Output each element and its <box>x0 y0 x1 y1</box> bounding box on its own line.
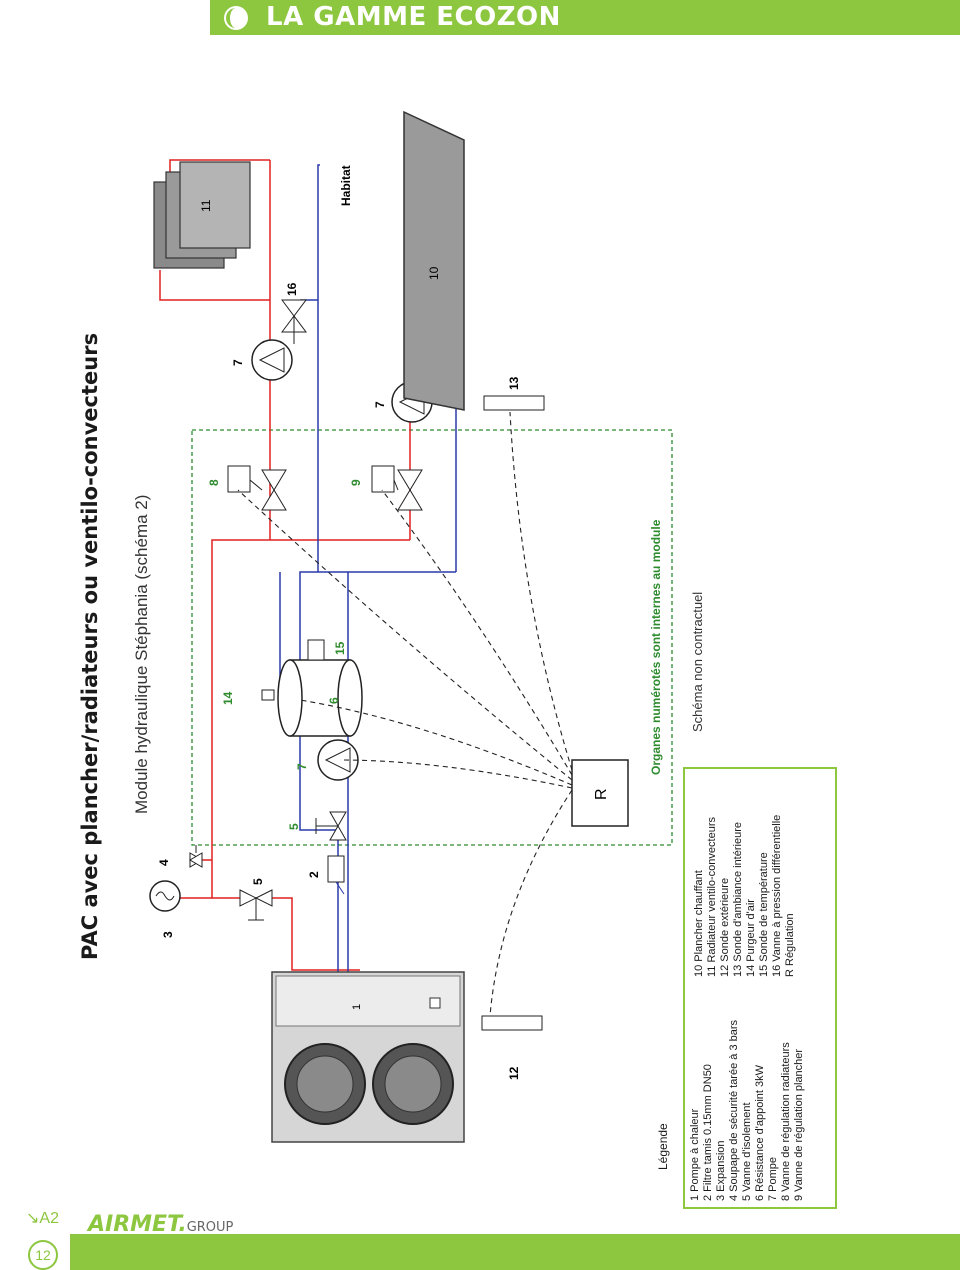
legend-item: 9 Vanne de régulation plancher <box>793 1048 805 1201</box>
label-7a: 7 <box>295 763 309 770</box>
heat-pump-unit <box>271 971 465 1143</box>
module-note: Organes numérotés sont internes au modul… <box>649 519 663 775</box>
label-16: 16 <box>285 282 299 296</box>
radiator-pump-arrow <box>258 347 285 373</box>
ecozon-logo-icon <box>224 6 248 30</box>
label-5a: 5 <box>251 878 265 885</box>
label-15: 15 <box>333 641 347 655</box>
outdoor-sensor <box>481 1015 543 1031</box>
legend-item: 12 Sonde extérieure <box>719 877 731 977</box>
label-2: 2 <box>307 871 321 878</box>
brand-logo: AIRMET.GROUP <box>88 1212 234 1237</box>
habitat-label: Habitat <box>339 165 353 206</box>
regulation-box <box>571 759 629 827</box>
label-1: 1 <box>351 1004 363 1010</box>
disclaimer-note: Schéma non contractuel <box>690 591 705 732</box>
label-8: 8 <box>207 479 221 486</box>
header-bar <box>210 0 960 35</box>
isolation-valve-inner <box>315 811 347 841</box>
header-title: LA GAMME ECOZON <box>266 2 561 32</box>
filter <box>327 855 345 883</box>
label-3: 3 <box>161 931 175 938</box>
legend-item: 6 Résistance d'appoint 3kW <box>754 1064 766 1201</box>
legend-item: 16 Vanne à pression différentielle <box>771 814 783 977</box>
legend-item: 4 Soupape de sécurité tarée à 3 bars <box>728 1019 740 1201</box>
differential-pressure-valve <box>281 299 307 344</box>
legend-item: 13 Sonde d'ambiance intérieure <box>732 822 744 977</box>
legend-heading: Légende <box>656 1123 670 1170</box>
label-7b: 7 <box>231 359 245 366</box>
legend-item: 2 Filtre tamis 0.15mm DN50 <box>702 1064 714 1201</box>
legend-item: 5 Vanne d'isolement <box>741 1102 753 1201</box>
control-wiring <box>237 411 573 1017</box>
label-6: 6 <box>327 697 341 704</box>
label-14: 14 <box>221 691 235 705</box>
backup-heater-tank <box>261 639 363 737</box>
footer-bar <box>70 1234 960 1270</box>
filter-drain <box>335 881 345 895</box>
legend-item: 10 Plancher chauffant <box>693 870 705 977</box>
legend-item: 3 Expansion <box>715 1140 727 1201</box>
regulation-valve-floor <box>371 465 423 511</box>
supply-pipes <box>159 159 411 971</box>
module-pump-arrow <box>324 747 351 773</box>
legend-item: 14 Purgeur d'air <box>745 899 757 977</box>
legend-item: 1 Pompe à chaleur <box>689 1108 701 1201</box>
label-4: 4 <box>157 859 171 866</box>
radiator-pump-icon <box>251 339 293 381</box>
label-12: 12 <box>507 1066 521 1080</box>
regulation-valve-radiators <box>227 465 287 511</box>
label-13: 13 <box>507 376 521 390</box>
ref-code: ↘A2 <box>26 1210 59 1227</box>
legend-item: 11 Radiateur ventilo-convecteurs <box>706 817 718 977</box>
radiators <box>153 161 251 269</box>
label-11: 11 <box>199 199 213 212</box>
legend-item: R Régulation <box>784 913 796 977</box>
module-pump-icon <box>317 739 359 781</box>
legend-item: 8 Vanne de régulation radiateurs <box>780 1042 792 1201</box>
indoor-sensor <box>483 395 545 411</box>
label-5b: 5 <box>287 823 301 830</box>
label-r: R <box>593 788 610 800</box>
legend-item: 15 Sonde de température <box>758 852 770 977</box>
safety-valve <box>189 845 203 868</box>
legend-item: 7 Pompe <box>767 1156 779 1201</box>
module-boundary <box>191 429 673 846</box>
label-9: 9 <box>349 479 363 486</box>
page-number: 12 <box>28 1240 58 1270</box>
expansion-symbol <box>155 891 175 901</box>
label-10: 10 <box>427 266 441 280</box>
isolation-valve-outer <box>239 889 273 921</box>
floor-heating <box>403 110 465 411</box>
label-7c: 7 <box>373 401 387 408</box>
